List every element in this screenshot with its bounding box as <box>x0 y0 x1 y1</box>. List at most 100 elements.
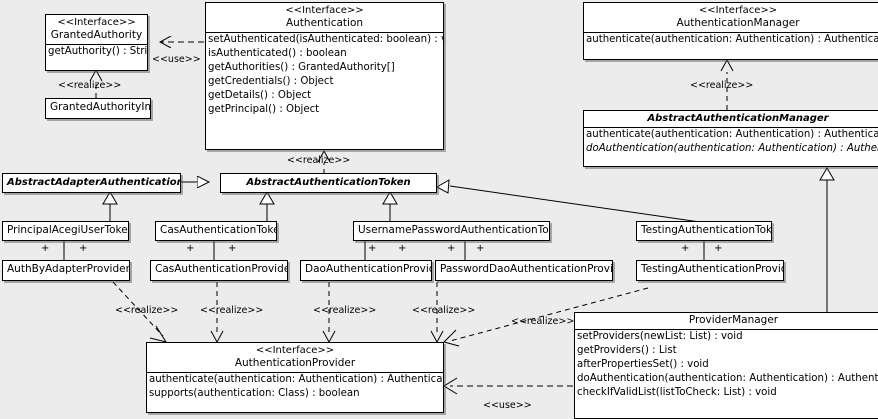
compartment-divider <box>46 44 147 45</box>
class-header: TestingAuthenticationProvider <box>637 261 783 279</box>
class-cas-authentication-token[interactable]: CasAuthenticationToken <box>155 221 277 241</box>
class-header: <<Interface>> AuthenticationManager <box>584 3 878 32</box>
class-name: PasswordDaoAuthenticationProvider <box>440 263 613 275</box>
member-row: isAuthenticated() : boolean <box>208 48 347 59</box>
association-plus: + <box>714 243 723 254</box>
member-row: getAuthorities() : GrantedAuthority[] <box>208 62 395 73</box>
class-granted-authority-impl[interactable]: GrantedAuthorityImpl <box>45 98 151 119</box>
class-header: CasAuthenticationToken <box>156 222 276 240</box>
compartment-divider <box>584 32 878 33</box>
edge-label-realize-abstractauthenticationtoken: <<realize>> <box>287 155 351 166</box>
member-row: checkIfValidList(listToCheck: List) : vo… <box>577 387 777 398</box>
class-name: AuthenticationManager <box>676 17 800 29</box>
member-row: afterPropertiesSet() : void <box>577 359 709 370</box>
member-row: getPrincipal() : Object <box>208 104 320 115</box>
edge-label-realize-cas: <<realize>> <box>200 305 264 316</box>
association-plus: + <box>368 243 377 254</box>
class-header: CasAuthenticationProvider <box>151 261 287 279</box>
class-authentication[interactable]: <<Interface>> Authentication setAuthenti… <box>205 2 444 150</box>
class-name: AuthByAdapterProvider <box>7 263 130 275</box>
class-header: <<Interface>> AuthenticationProvider <box>147 343 443 372</box>
edge-label-realize-dao: <<realize>> <box>313 305 377 316</box>
class-name: CasAuthenticationProvider <box>155 263 288 275</box>
class-header: PrincipalAcegiUserToken <box>3 222 128 240</box>
class-name: PrincipalAcegiUserToken <box>7 224 129 236</box>
members-compartment: authenticate(authentication: Authenticat… <box>147 373 443 401</box>
class-name: AuthenticationProvider <box>234 357 356 369</box>
class-auth-by-adapter-provider[interactable]: AuthByAdapterProvider <box>2 260 130 281</box>
class-name: DaoAuthenticationProvider <box>305 263 431 275</box>
class-header: UsernamePasswordAuthenticationToken <box>354 222 549 240</box>
association-plus: + <box>41 243 50 254</box>
class-name: GrantedAuthorityImpl <box>50 101 150 113</box>
class-cas-authentication-provider[interactable]: CasAuthenticationProvider <box>150 260 288 281</box>
stereotype-label: <<Interface>> <box>255 345 335 356</box>
compartment-divider <box>206 32 443 33</box>
member-row: authenticate(authentication: Authenticat… <box>149 374 444 385</box>
member-row: setAuthenticated(isAuthenticated: boolea… <box>208 34 444 45</box>
class-name: UsernamePasswordAuthenticationToken <box>358 224 550 236</box>
class-granted-authority[interactable]: <<Interface>> GrantedAuthority getAuthor… <box>45 14 148 71</box>
class-name: TestingAuthenticationToken <box>641 224 772 236</box>
members-compartment: getAuthority() : String <box>46 45 147 59</box>
class-header: ProviderManager <box>575 313 878 329</box>
edge-label-use-providermanager: <<use>> <box>483 400 532 411</box>
class-provider-manager[interactable]: ProviderManager setProviders(newList: Li… <box>574 312 878 419</box>
class-authentication-manager[interactable]: <<Interface>> AuthenticationManager auth… <box>583 2 878 60</box>
class-dao-authentication-provider[interactable]: DaoAuthenticationProvider <box>300 260 432 281</box>
class-header: <<Interface>> Authentication <box>206 3 443 32</box>
members-compartment: setProviders(newList: List) : void getPr… <box>575 330 878 400</box>
member-row: getAuthority() : String <box>48 46 148 57</box>
class-username-password-authentication-token[interactable]: UsernamePasswordAuthenticationToken <box>353 221 550 241</box>
class-header: TestingAuthenticationToken <box>637 222 771 240</box>
class-principal-acegi-user-token[interactable]: PrincipalAcegiUserToken <box>2 221 129 241</box>
class-authentication-provider[interactable]: <<Interface>> AuthenticationProvider aut… <box>146 342 444 413</box>
members-compartment: authenticate(authentication: Authenticat… <box>584 33 878 47</box>
class-header: AbstractAuthenticationManager <box>584 111 878 127</box>
edge-label-use-authentication-grantedauthority: <<use>> <box>152 54 201 65</box>
edge-label-realize-testing: <<realize>> <box>511 316 575 327</box>
member-row: getDetails() : Object <box>208 90 312 101</box>
stereotype-label: <<Interface>> <box>698 5 778 16</box>
edge-label-realize-abstractauthenticationmanager: <<realize>> <box>690 80 754 91</box>
member-row: doAuthentication(authentication: Authent… <box>577 373 878 384</box>
members-compartment: authenticate(authentication: Authenticat… <box>584 128 878 156</box>
member-row: supports(authentication: Class) : boolea… <box>149 388 360 399</box>
class-header: DaoAuthenticationProvider <box>301 261 431 279</box>
class-name: TestingAuthenticationProvider <box>641 263 784 275</box>
association-plus: + <box>398 243 407 254</box>
class-name: AbstractAuthenticationManager <box>647 113 829 124</box>
stereotype-label: <<Interface>> <box>57 17 136 28</box>
association-plus: + <box>186 243 195 254</box>
class-testing-authentication-provider[interactable]: TestingAuthenticationProvider <box>636 260 784 281</box>
class-abstract-authentication-token[interactable]: AbstractAuthenticationToken <box>220 173 437 193</box>
class-abstract-authentication-manager[interactable]: AbstractAuthenticationManager authentica… <box>583 110 878 167</box>
association-plus: + <box>681 243 690 254</box>
stereotype-label: <<Interface>> <box>285 5 364 16</box>
member-row: setProviders(newList: List) : void <box>577 331 743 342</box>
class-name: Authentication <box>285 17 364 29</box>
class-name: GrantedAuthority <box>50 29 143 41</box>
class-name: ProviderManager <box>688 314 779 326</box>
class-header: PasswordDaoAuthenticationProvider <box>436 261 612 279</box>
compartment-divider <box>575 329 878 330</box>
class-header: AuthByAdapterProvider <box>3 261 129 279</box>
class-abstract-adapter-authentication-token[interactable]: AbstractAdapterAuthenticationToken <box>2 173 181 193</box>
edge-label-realize-authbyadapter: <<realize>> <box>115 305 179 316</box>
class-header: GrantedAuthorityImpl <box>46 99 150 117</box>
members-compartment: setAuthenticated(isAuthenticated: boolea… <box>206 33 443 117</box>
member-row: authenticate(authentication: Authenticat… <box>586 129 878 140</box>
compartment-divider <box>147 372 443 373</box>
compartment-divider <box>584 127 878 128</box>
association-plus: + <box>476 243 485 254</box>
class-name: AbstractAdapterAuthenticationToken <box>7 177 180 188</box>
edge-label-realize-grantedauthorityimpl: <<realize>> <box>58 80 122 91</box>
class-password-dao-authentication-provider[interactable]: PasswordDaoAuthenticationProvider <box>435 260 613 281</box>
edge-label-realize-passworddao: <<realize>> <box>412 305 476 316</box>
class-testing-authentication-token[interactable]: TestingAuthenticationToken <box>636 221 772 241</box>
class-header: <<Interface>> GrantedAuthority <box>46 15 147 44</box>
association-plus: + <box>79 243 88 254</box>
class-header: AbstractAuthenticationToken <box>221 174 436 192</box>
member-row: doAuthentication(authentication: Authent… <box>586 143 878 154</box>
